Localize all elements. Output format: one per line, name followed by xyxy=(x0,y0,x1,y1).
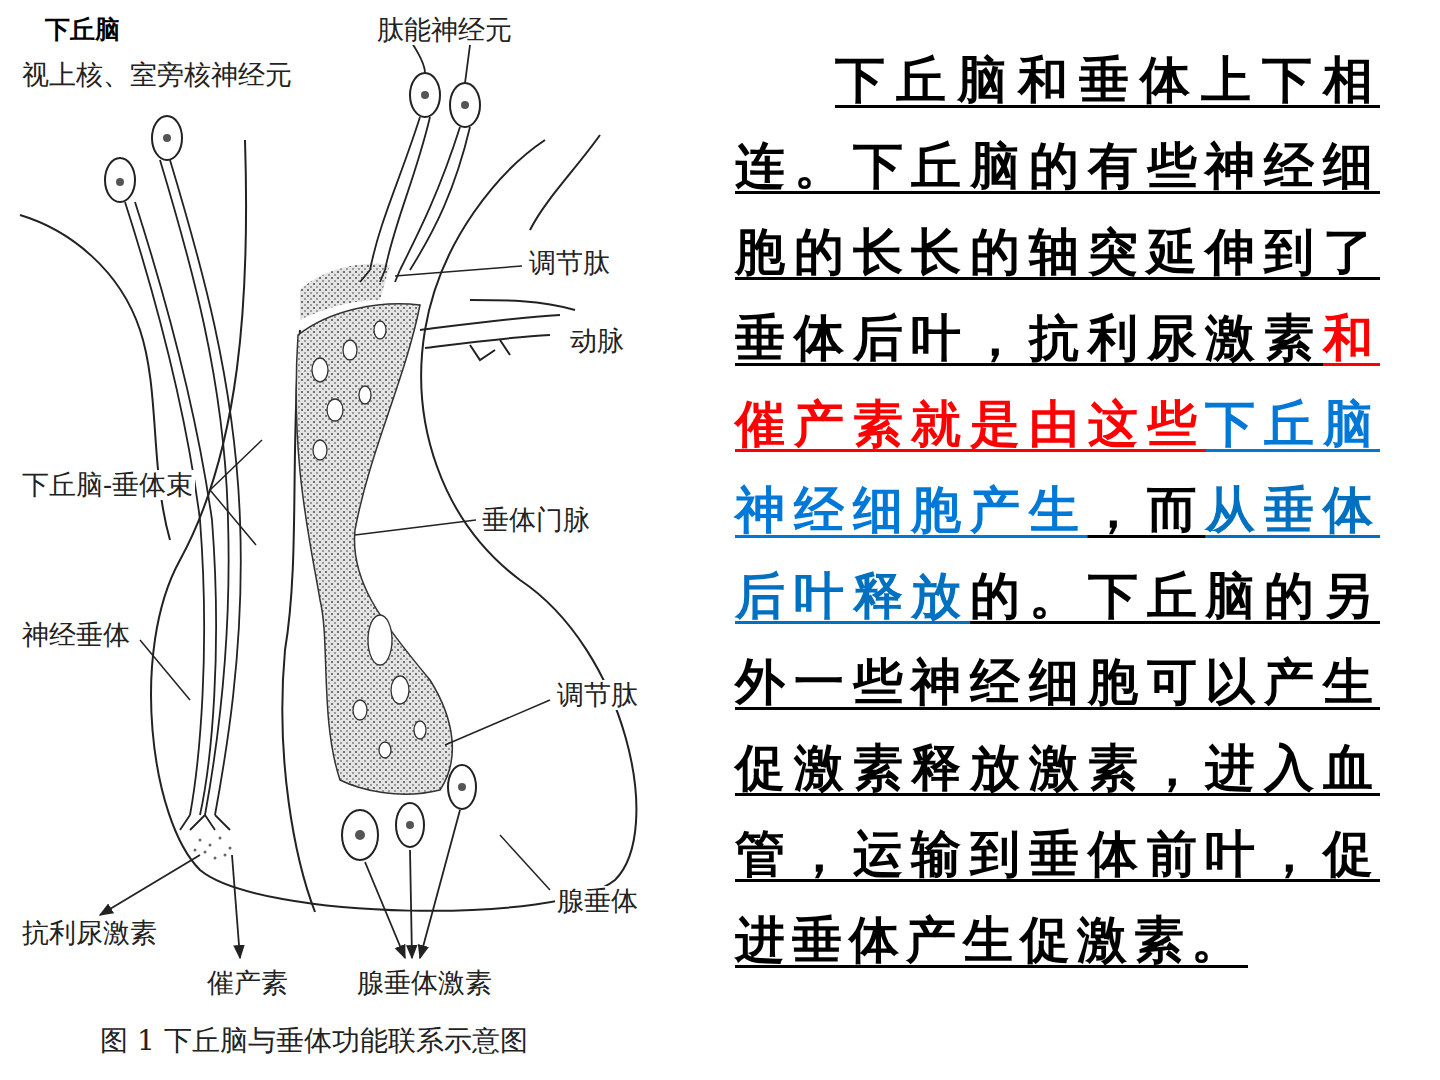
paragraph-run: 的。下丘脑的另外一些神经细胞可以产生促激素释放激素，进入血管，运输到垂体前叶，促… xyxy=(735,567,1380,969)
neuron-label: 肽能神经元 xyxy=(375,15,514,45)
hormone-label: 抗利尿激素 xyxy=(20,918,159,948)
nucleus-label: 视上核、室旁核神经元 xyxy=(20,60,294,90)
figure-caption: 图 1 下丘脑与垂体功能联系示意图 xyxy=(100,1026,528,1057)
part-label: 动脉 xyxy=(568,326,626,356)
paragraph-run: 抗利尿激素 xyxy=(1029,309,1323,367)
part-label: 腺垂体 xyxy=(555,886,640,916)
hormone-label: 催产素 xyxy=(205,968,290,998)
part-label: 垂体门脉 xyxy=(480,505,592,535)
part-label: 调节肽 xyxy=(555,680,640,710)
diagram-title: 下丘脑 xyxy=(45,16,120,44)
part-label: 调节肽 xyxy=(527,248,612,278)
explanation-paragraph: 下丘脑和垂体上下相连。下丘脑的有些神经细胞的长长的轴突延伸到了垂体后叶，抗利尿激… xyxy=(735,37,1380,983)
paragraph-run: ，而 xyxy=(1088,481,1206,539)
part-label: 下丘脑-垂体束 xyxy=(20,470,195,500)
hormone-label: 腺垂体激素 xyxy=(355,968,494,998)
part-label: 神经垂体 xyxy=(20,620,132,650)
